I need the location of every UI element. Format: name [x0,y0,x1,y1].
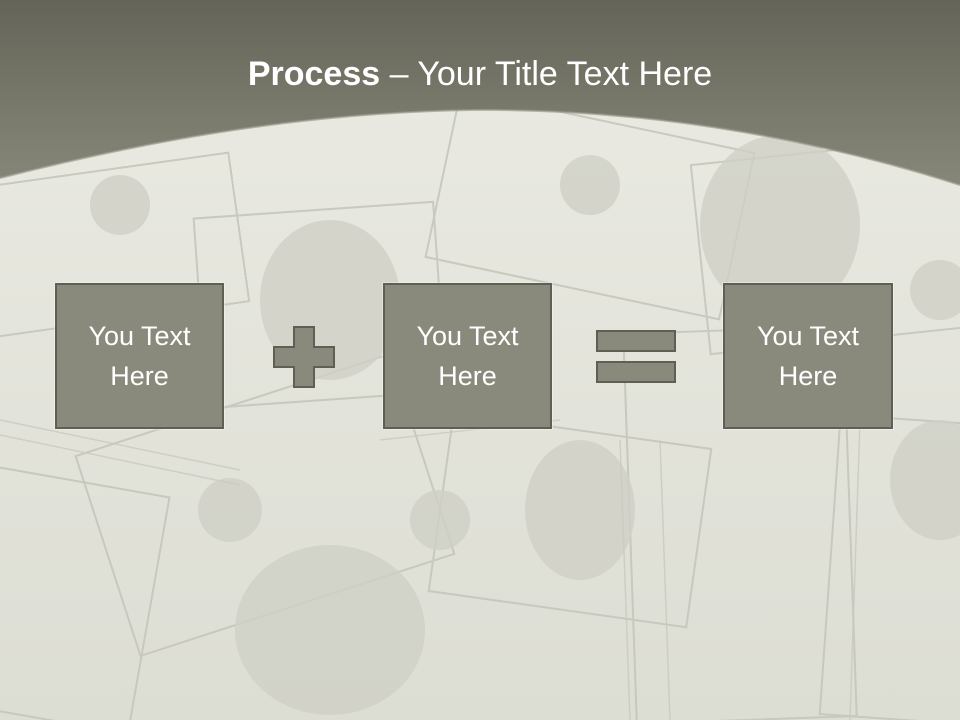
box-text-line1: You Text [88,321,191,351]
header-band [0,0,960,186]
plus-icon [273,326,335,388]
box-text-line2: Here [778,361,838,391]
box-text-line2: Here [438,361,497,391]
process-box-3[interactable]: You Text Here [723,283,893,429]
equals-icon [596,330,676,383]
box-text-line1: You Text [416,321,519,351]
title-regular-part: – Your Title Text Here [380,55,713,93]
box-text-line1: You Text [756,321,860,351]
title-bold-part: Process [247,55,381,93]
slide-title: Process – Your Title Text Here [0,52,960,96]
process-box-2[interactable]: You Text Here [383,283,552,429]
process-box-1[interactable]: You Text Here [55,283,224,429]
box-text-line2: Here [110,361,169,391]
